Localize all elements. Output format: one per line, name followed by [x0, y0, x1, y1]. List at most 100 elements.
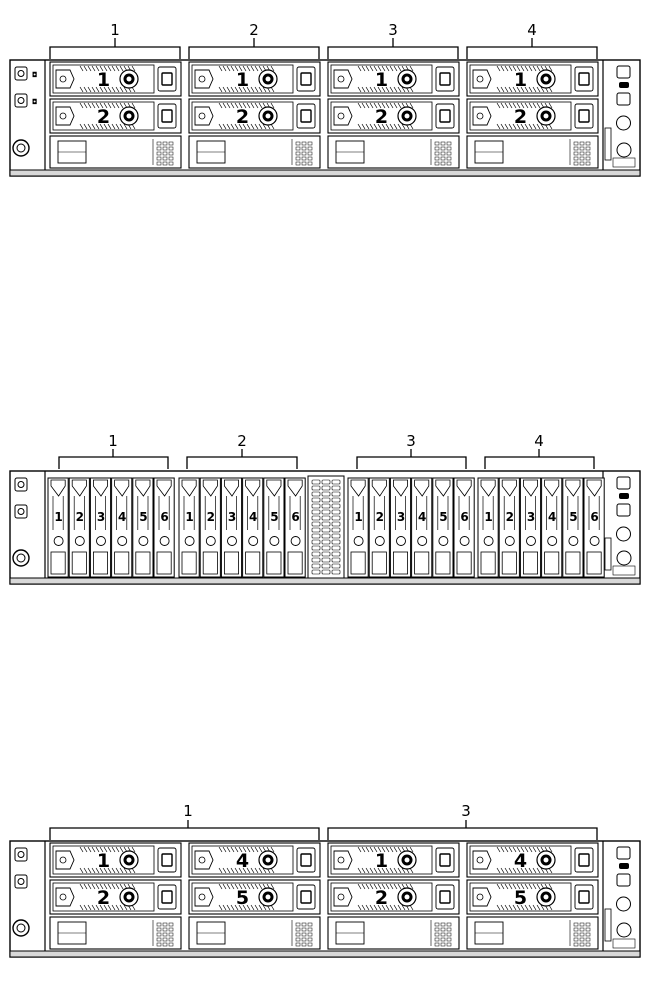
drive-carrier[interactable]: 2	[327, 879, 460, 915]
drive-handle[interactable]	[371, 551, 387, 575]
uid-button-icon[interactable]	[14, 93, 28, 108]
drive-handle[interactable]	[50, 551, 66, 575]
drive-handle[interactable]	[480, 551, 496, 575]
drive-handle[interactable]	[565, 551, 581, 575]
sff-drive-carrier[interactable]: 2	[68, 477, 90, 578]
pull-tab[interactable]	[604, 537, 612, 571]
drive-carrier[interactable]: 2	[49, 879, 182, 915]
drive-handle[interactable]	[287, 551, 303, 575]
drive-handle[interactable]	[181, 551, 197, 575]
drive-handle[interactable]	[333, 106, 353, 126]
drive-carrier[interactable]: 1	[49, 842, 182, 878]
vent-hole	[331, 569, 341, 575]
drive-carrier[interactable]: 5	[466, 879, 599, 915]
status-led-icon	[476, 893, 484, 901]
drive-handle[interactable]	[55, 887, 75, 907]
drive-handle[interactable]	[472, 887, 492, 907]
drive-handle[interactable]	[114, 551, 130, 575]
sff-drive-carrier[interactable]: 3	[519, 477, 542, 578]
sff-drive-carrier[interactable]: 1	[47, 477, 69, 578]
drive-handle[interactable]	[523, 551, 539, 575]
sff-drive-carrier[interactable]: 6	[583, 477, 605, 578]
sff-drive-carrier[interactable]: 6	[284, 477, 306, 578]
drive-handle[interactable]	[194, 887, 214, 907]
drive-handle[interactable]	[55, 69, 75, 89]
drive-carrier[interactable]: 4	[188, 842, 321, 878]
drive-handle[interactable]	[55, 106, 75, 126]
sff-drive-carrier[interactable]: 6	[453, 477, 475, 578]
drive-handle[interactable]	[266, 551, 282, 575]
drive-handle[interactable]	[472, 106, 492, 126]
drive-handle[interactable]	[135, 551, 151, 575]
drive-handle[interactable]	[93, 551, 109, 575]
drive-carrier[interactable]: 1	[188, 61, 321, 97]
sff-drive-carrier[interactable]: 1	[477, 477, 499, 578]
power-button-icon[interactable]	[14, 477, 28, 492]
sff-drive-carrier[interactable]: 4	[411, 477, 433, 578]
vent-grille	[156, 922, 174, 947]
uid-button-icon[interactable]	[616, 476, 631, 490]
sff-drive-carrier[interactable]: 5	[263, 477, 285, 578]
drive-handle[interactable]	[245, 551, 261, 575]
drive-handle[interactable]	[71, 551, 87, 575]
uid-button-icon[interactable]	[14, 874, 28, 889]
drive-handle[interactable]	[194, 850, 214, 870]
pull-tab[interactable]	[604, 127, 612, 161]
power-button-icon[interactable]	[14, 66, 28, 81]
drive-handle[interactable]	[586, 551, 602, 575]
drive-handle[interactable]	[435, 551, 451, 575]
power-button-icon[interactable]	[14, 847, 28, 862]
release-icon	[300, 109, 312, 123]
sff-drive-carrier[interactable]: 4	[541, 477, 563, 578]
sff-drive-carrier[interactable]: 3	[389, 477, 412, 578]
sff-drive-carrier[interactable]: 5	[132, 477, 154, 578]
power-button-icon[interactable]	[616, 503, 631, 517]
drive-handle[interactable]	[501, 551, 517, 575]
drive-handle[interactable]	[333, 887, 353, 907]
drive-handle[interactable]	[194, 106, 214, 126]
uid-button-icon[interactable]	[616, 65, 631, 79]
drive-carrier[interactable]: 2	[466, 98, 599, 134]
drive-handle[interactable]	[156, 551, 172, 575]
drive-handle[interactable]	[55, 850, 75, 870]
drive-handle[interactable]	[333, 69, 353, 89]
drive-carrier[interactable]: 1	[327, 842, 460, 878]
drive-carrier[interactable]: 2	[327, 98, 460, 134]
sff-drive-carrier[interactable]: 2	[498, 477, 520, 578]
drive-carrier[interactable]: 4	[466, 842, 599, 878]
pull-tab[interactable]	[604, 908, 612, 942]
drive-handle[interactable]	[223, 551, 239, 575]
uid-button-icon[interactable]	[14, 504, 28, 519]
sff-drive-carrier[interactable]: 2	[368, 477, 390, 578]
drive-handle[interactable]	[472, 850, 492, 870]
drive-carrier[interactable]: 5	[188, 879, 321, 915]
sff-drive-carrier[interactable]: 6	[153, 477, 175, 578]
drive-handle[interactable]	[350, 551, 366, 575]
sff-drive-carrier[interactable]: 3	[89, 477, 112, 578]
sff-drive-carrier[interactable]: 3	[220, 477, 243, 578]
sff-drive-carrier[interactable]: 1	[178, 477, 200, 578]
drive-handle[interactable]	[544, 551, 560, 575]
drive-handle[interactable]	[202, 551, 218, 575]
drive-carrier[interactable]: 1	[327, 61, 460, 97]
sff-drive-carrier[interactable]: 4	[111, 477, 133, 578]
sff-drive-carrier[interactable]: 5	[432, 477, 454, 578]
power-button-icon[interactable]	[616, 92, 631, 106]
drive-carrier[interactable]: 2	[49, 98, 182, 134]
sff-drive-carrier[interactable]: 4	[242, 477, 264, 578]
drive-handle[interactable]	[414, 551, 430, 575]
model-badge	[612, 565, 636, 576]
sff-drive-carrier[interactable]: 1	[347, 477, 369, 578]
drive-handle[interactable]	[194, 69, 214, 89]
drive-handle[interactable]	[456, 551, 472, 575]
drive-carrier[interactable]: 1	[49, 61, 182, 97]
drive-handle[interactable]	[392, 551, 408, 575]
drive-handle[interactable]	[472, 69, 492, 89]
power-button-icon[interactable]	[616, 873, 631, 887]
drive-carrier[interactable]: 2	[188, 98, 321, 134]
sff-drive-carrier[interactable]: 2	[199, 477, 221, 578]
drive-carrier[interactable]: 1	[466, 61, 599, 97]
uid-button-icon[interactable]	[616, 846, 631, 860]
sff-drive-carrier[interactable]: 5	[562, 477, 584, 578]
drive-handle[interactable]	[333, 850, 353, 870]
